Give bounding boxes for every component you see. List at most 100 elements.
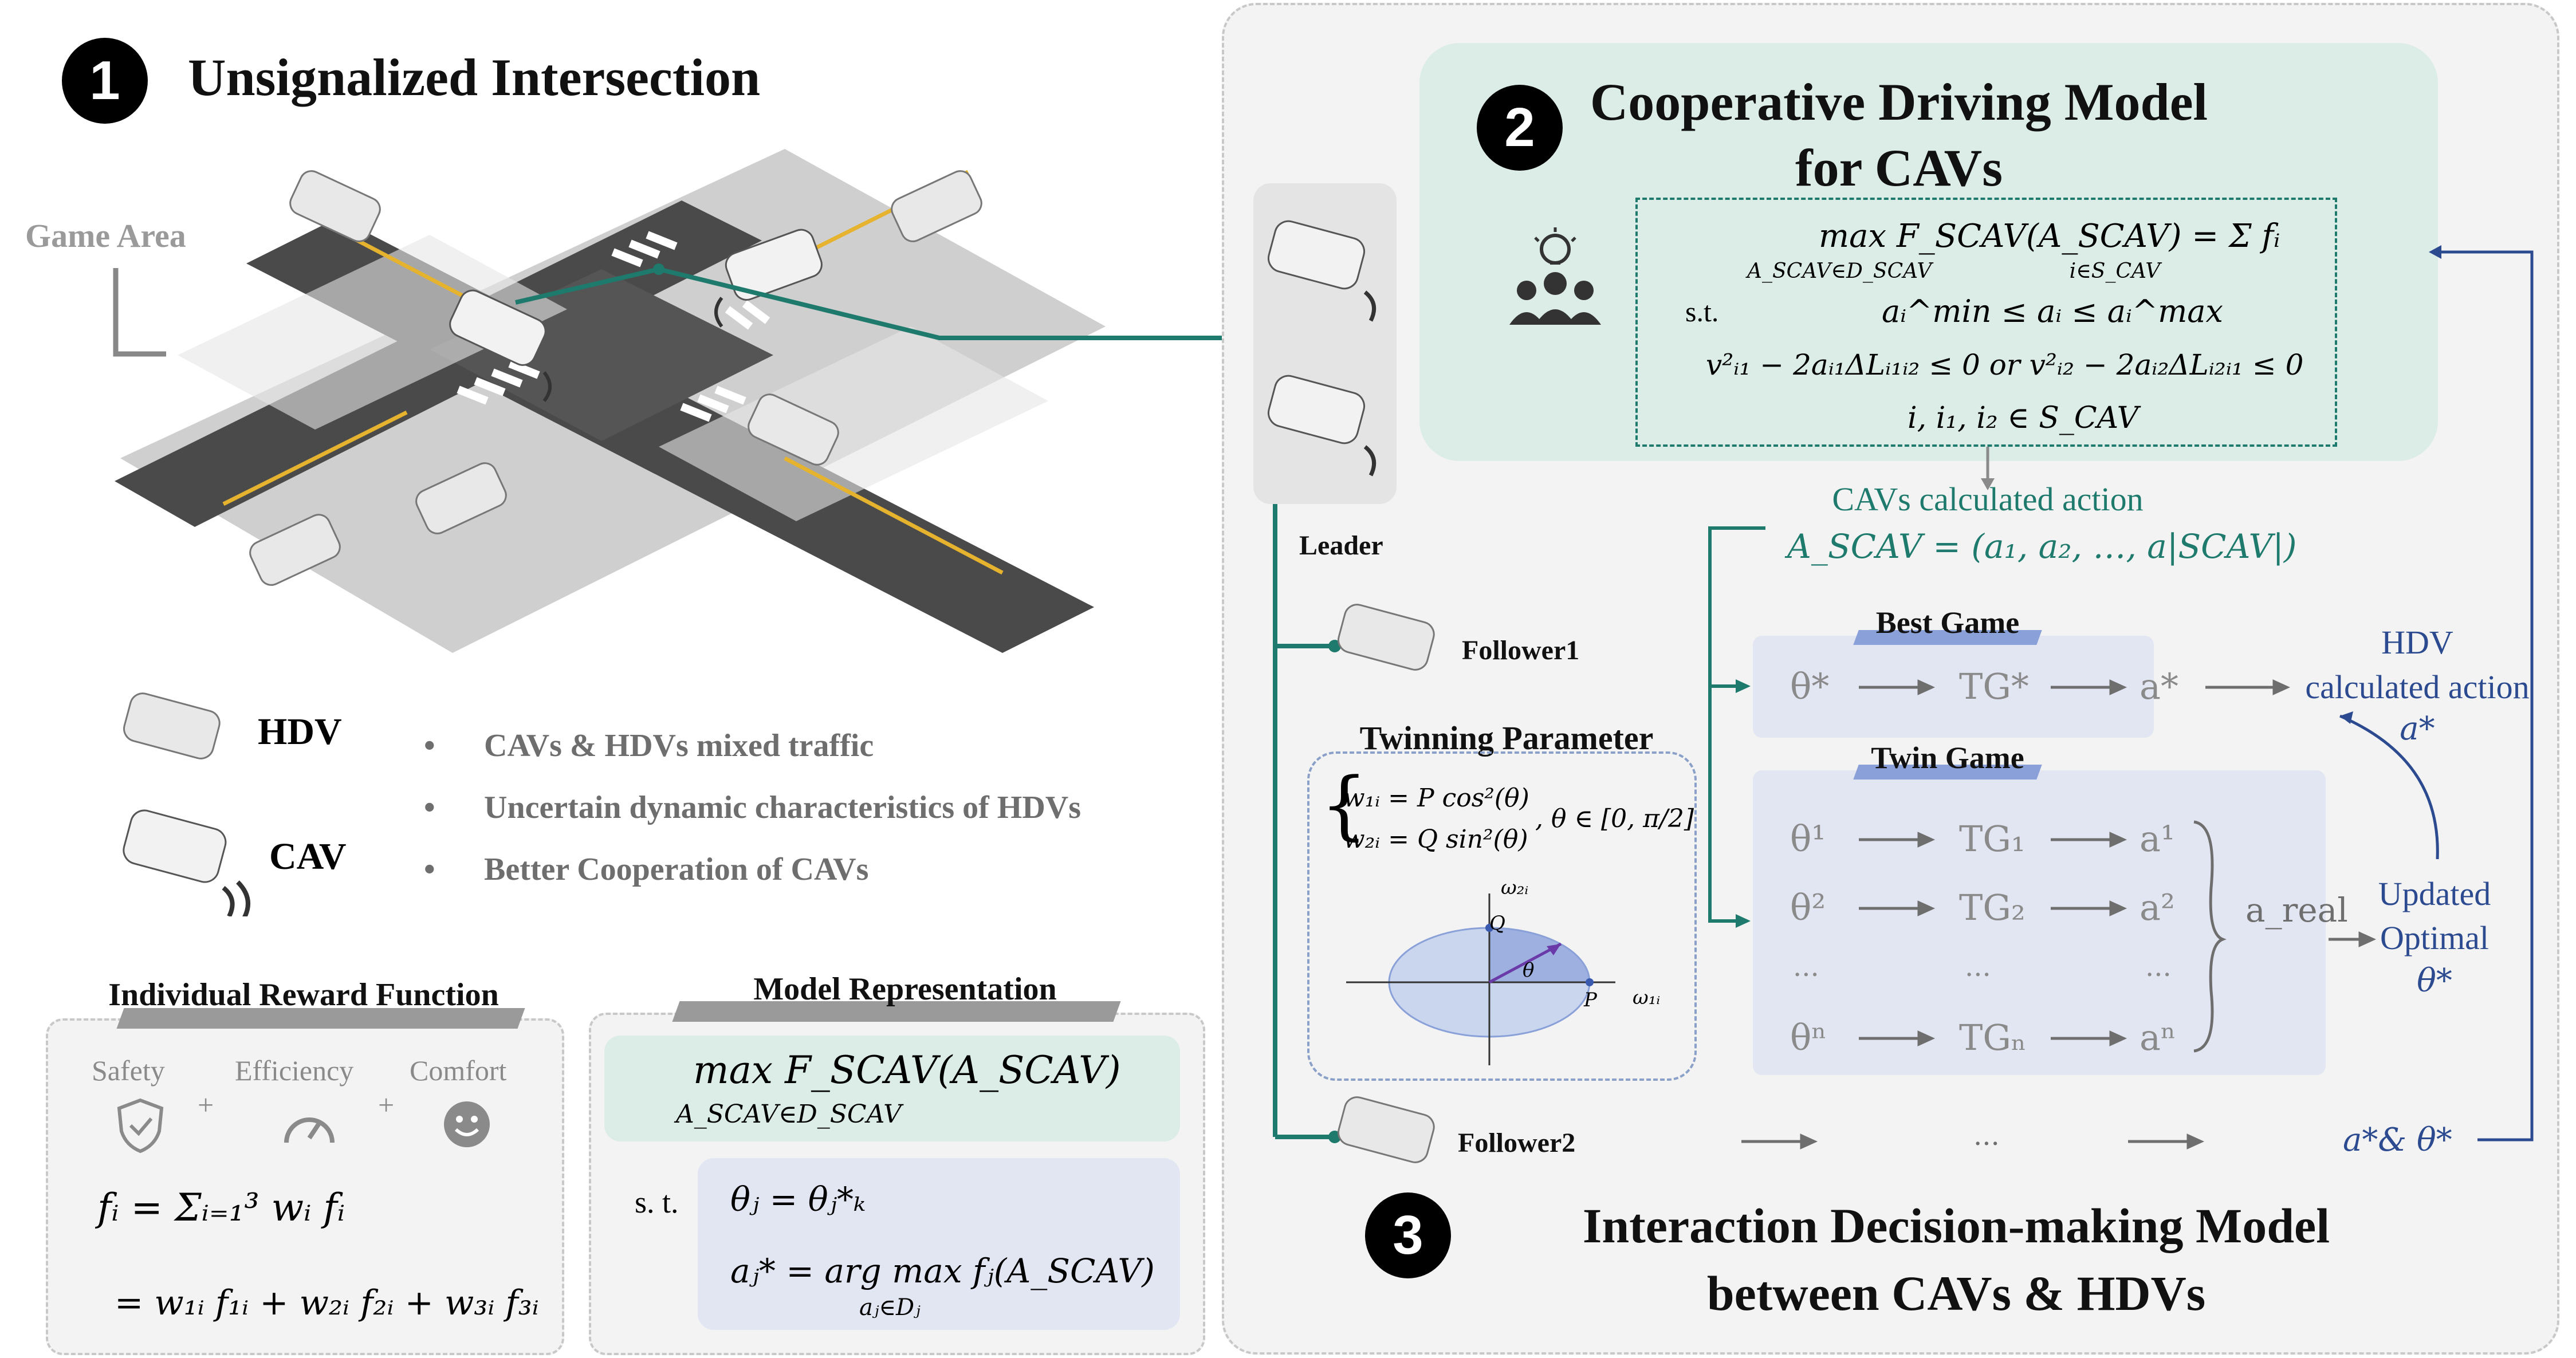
cav-car-2 [714, 229, 823, 328]
twin-row-4-tg: TGₙ [1959, 1017, 2027, 1058]
model-rep-constraint-1: θⱼ = θⱼ*ₖ [730, 1180, 866, 1219]
twin-row-4-theta: θⁿ [1790, 1017, 1827, 1058]
follower2-result: a*& θ* [2343, 1121, 2452, 1159]
twinning-ellipse-plot [1346, 893, 1615, 1065]
follower1-label: Follower1 [1462, 635, 1580, 666]
speedometer-icon [284, 1117, 335, 1143]
hdv-action-line2: calculated action [2305, 668, 2530, 706]
game-area-plane-right [659, 326, 1048, 521]
game-area-plane-left [178, 235, 567, 430]
twinning-vector [1488, 942, 1562, 984]
twin-row-2-theta: θ² [1790, 887, 1826, 928]
hdv-car-5 [249, 514, 341, 586]
model-rep-constraint-2: aⱼ* = arg max fⱼ(A_SCAV) [730, 1251, 1155, 1290]
section2-panel [1419, 43, 2438, 461]
hdv-car-4 [415, 462, 507, 534]
section1-number-badge: 1 [62, 38, 148, 124]
section2-st: s.t. [1685, 296, 1719, 328]
reward-item-comfort: Comfort [410, 1054, 507, 1087]
crosswalks [457, 231, 770, 422]
reward-title: Individual Reward Function [108, 977, 499, 1013]
follower1-hdv-icon [1338, 604, 1435, 671]
twinning-axis-y-label: ω₂ᵢ [1501, 876, 1529, 899]
section1-title: Unsignalized Intersection [188, 48, 761, 107]
a-real-label: a_real [2245, 891, 2348, 930]
section2-eq2: aᵢ^min ≤ aᵢ ≤ aᵢ^max [1882, 293, 2223, 329]
bullet-item: •Uncertain dynamic characteristics of HD… [424, 790, 1081, 825]
best-game-theta: θ* [1790, 666, 1830, 707]
twinning-domain: , θ ∈ [0, π/2] [1535, 804, 1694, 833]
model-rep-objective: max F_SCAV(A_SCAV) [693, 1048, 1121, 1092]
twinning-eq2: w₂ᵢ = Q sin²(θ) [1343, 825, 1528, 854]
twin-game-title: Twin Game [1871, 741, 2024, 775]
hdv-action-line1: HDV [2381, 624, 2453, 661]
updated-line2: Optimal [2380, 919, 2490, 956]
section2-title-line2: for CAVs [1795, 139, 2003, 197]
hdv-car-1 [289, 170, 381, 242]
model-rep-constraint-2-sub: aⱼ∈Dⱼ [859, 1294, 921, 1321]
twin-row-3-tg: ... [1965, 951, 1991, 983]
updated-line3: θ* [2417, 962, 2452, 999]
reward-panel [46, 1018, 564, 1355]
best-game-a: a* [2140, 666, 2178, 707]
section2-formula-box [1635, 198, 2337, 447]
twinning-brace: { [1320, 761, 1368, 848]
twinning-point-p: P [1584, 989, 1597, 1011]
twinning-point-theta: θ [1523, 959, 1535, 982]
hdv-legend-icon [123, 692, 221, 759]
game-area-label: Game Area [25, 217, 186, 254]
cav-action-formula: A_SCAV = (a₁, a₂, …, a|SCAV|) [1787, 527, 2297, 566]
team-idea-icon [1509, 227, 1601, 325]
twin-row-4-a: aⁿ [2140, 1017, 2176, 1058]
reward-formula-line2: = w₁ᵢ f₁ᵢ + w₂ᵢ f₂ᵢ + w₃ᵢ f₃ᵢ [115, 1283, 539, 1323]
bullet-item: •Better Cooperation of CAVs [424, 852, 869, 887]
model-rep-objective-sub: A_SCAV∈D_SCAV [676, 1100, 902, 1129]
follower2-hdv-icon [1338, 1096, 1435, 1163]
intersection-illustration [115, 149, 1106, 653]
twin-row-1-tg: TG₁ [1959, 818, 2026, 860]
game-area-bracket [113, 268, 166, 357]
cav-legend-label: CAV [269, 836, 347, 877]
twin-row-2-tg: TG₂ [1959, 887, 2026, 928]
hdv-legend-label: HDV [258, 711, 342, 753]
hdv-car-2 [891, 170, 982, 242]
bullet-item: •CAVs & HDVs mixed traffic [424, 728, 874, 763]
reward-formula-line1: fᵢ = Σᵢ₌₁³ wᵢ fᵢ [97, 1186, 345, 1230]
cav-legend-icon [123, 809, 250, 916]
section2-title-line1: Cooperative Driving Model [1590, 73, 2208, 131]
follower2-ellipsis: ... [1973, 1120, 2000, 1152]
twinning-panel [1307, 751, 1697, 1081]
twinning-title: Twinning Parameter [1359, 719, 1654, 757]
twinning-axis-x-label: ω₁ᵢ [1633, 986, 1661, 1009]
twin-row-1-theta: θ¹ [1790, 818, 1826, 860]
leader-cav-icon-2 [1267, 375, 1377, 477]
model-rep-constraint-box [698, 1158, 1180, 1330]
hdv-action-line3: a* [2400, 710, 2435, 747]
best-game-tg: TG* [1959, 666, 2029, 707]
reward-plus-1: + [198, 1089, 214, 1121]
follower2-label: Follower2 [1458, 1128, 1576, 1158]
leader-label: Leader [1299, 530, 1383, 561]
leader-cav-icon-1 [1267, 220, 1377, 322]
updated-line1: Updated [2378, 875, 2491, 912]
twin-row-3-theta: ... [1793, 951, 1819, 983]
section3-title-line2: between CAVs & HDVs [1706, 1266, 2206, 1321]
section2-number-badge: 2 [1477, 85, 1563, 171]
section3-number-badge: 3 [1365, 1192, 1451, 1278]
twin-game-panel [1753, 770, 2326, 1075]
reward-item-efficiency: Efficiency [235, 1054, 354, 1087]
reward-item-safety: Safety [92, 1054, 165, 1087]
section2-eq4: i, i₁, i₂ ∈ S_CAV [1908, 401, 2139, 435]
twin-row-2-a: a² [2140, 887, 2175, 928]
section2-down-arrow [1981, 447, 1995, 490]
cav-action-title: CAVs calculated action [1832, 481, 2144, 518]
cav-car-1 [449, 289, 552, 402]
twin-row-1-a: a¹ [2140, 818, 2175, 860]
section3-title-line1: Interaction Decision-making Model [1582, 1198, 2330, 1253]
model-rep-objective-box [604, 1036, 1180, 1141]
reward-plus-2: + [378, 1089, 395, 1121]
twinning-point-q: Q [1489, 912, 1505, 935]
twinning-eq1: w₁ᵢ = P cos²(θ) [1343, 784, 1529, 813]
section2-eq3: v²ᵢ₁ − 2aᵢ₁ΔLᵢ₁ᵢ₂ ≤ 0 or v²ᵢ₂ − 2aᵢ₂ΔLᵢ₂… [1706, 348, 2304, 381]
